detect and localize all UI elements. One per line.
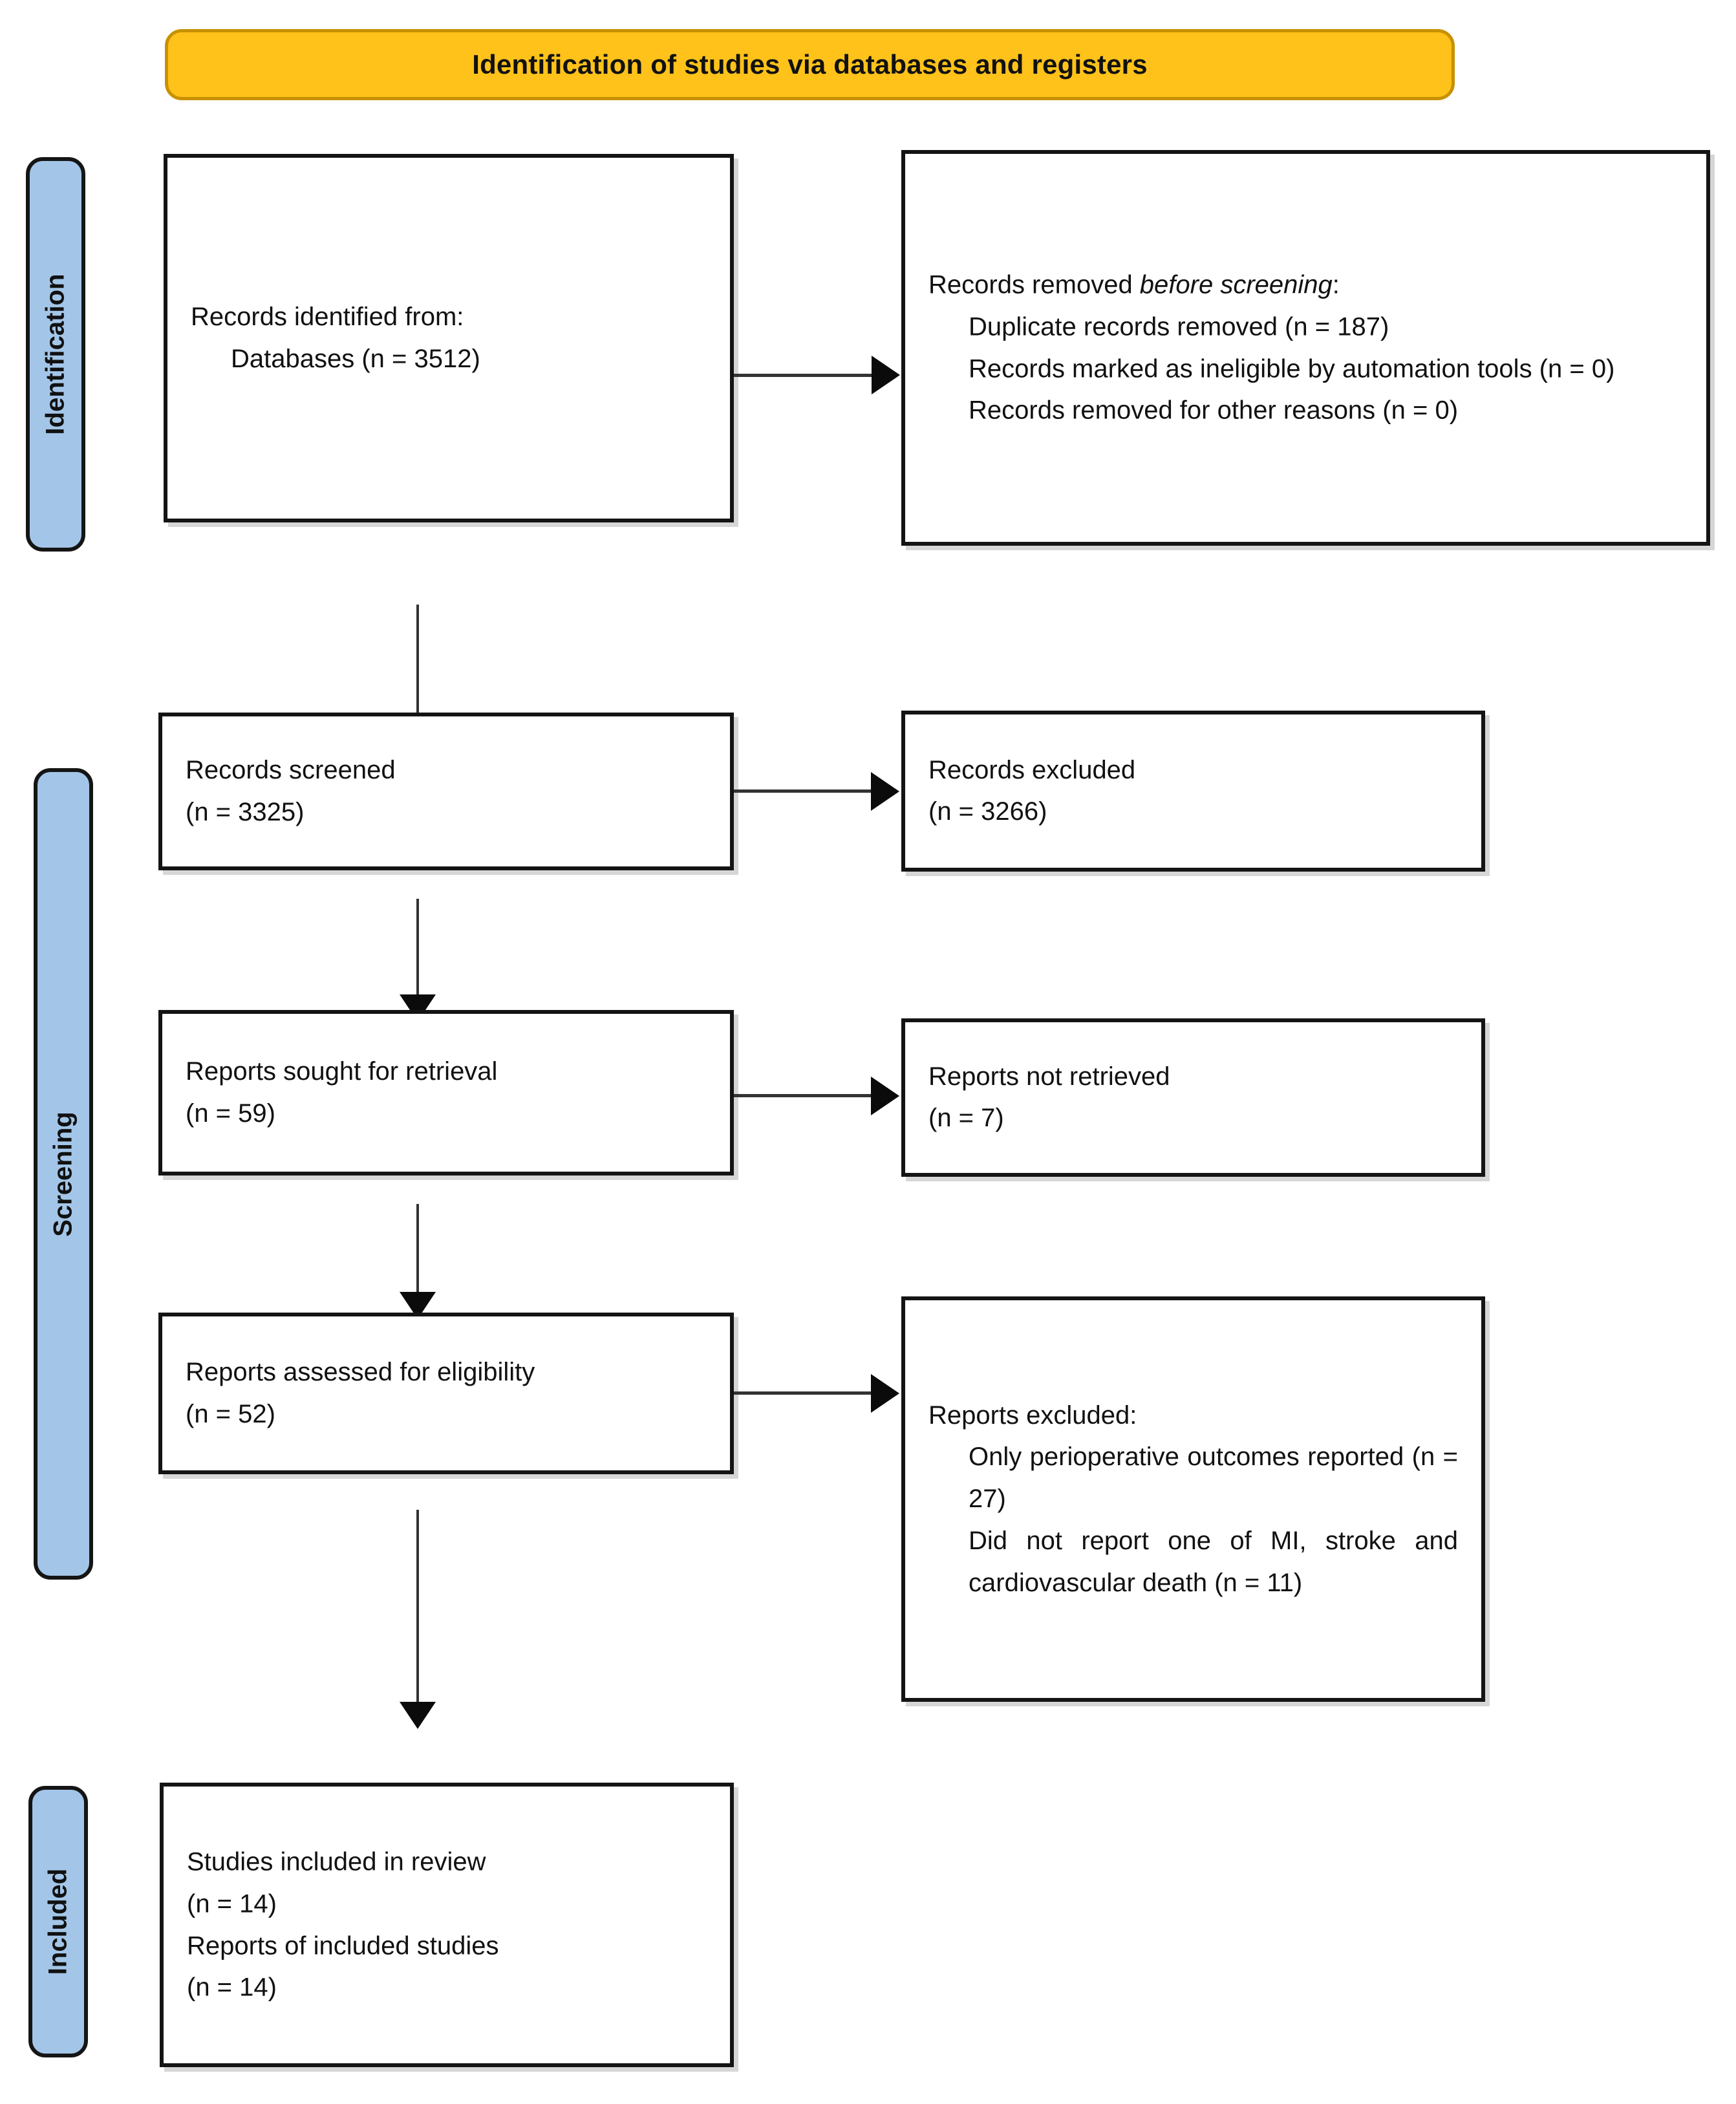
records-excluded-count: (n = 3266): [928, 797, 1047, 826]
reports-excluded-item-perioperative: Only perioperative outcomes reported (n …: [969, 1443, 1458, 1514]
reports-excluded-heading: Reports excluded:: [928, 1401, 1137, 1430]
arrow-screened-to-sought-stem: [416, 899, 419, 996]
stage-rail-identification: Identification: [26, 157, 85, 552]
stage-rail-screening: Screening: [34, 768, 93, 1580]
box-records-removed-before-screening: Records removed before screening: Duplic…: [901, 150, 1710, 546]
arrow-identified-to-removed-stem: [734, 374, 873, 377]
records-excluded-label: Records excluded: [928, 755, 1136, 784]
arrow-assessed-to-excluded-stem: [734, 1391, 873, 1395]
arrow-identified-to-removed-head: [872, 356, 900, 394]
studies-included-label: Studies included in review: [187, 1847, 486, 1876]
removed-before-screening-heading: Records removed before screening:: [928, 264, 1683, 306]
diagram-title: Identification of studies via databases …: [472, 49, 1148, 80]
arrow-sought-to-not-retrieved-head: [871, 1077, 899, 1115]
arrow-screened-to-excluded-stem: [734, 789, 873, 793]
box-records-screened: Records screened (n = 3325): [158, 713, 734, 870]
reports-not-retrieved-count: (n = 7): [928, 1104, 1004, 1133]
removed-heading-prefix: Records removed: [928, 270, 1140, 299]
reports-assessed-count: (n = 52): [186, 1400, 275, 1428]
stage-label-screening: Screening: [48, 1111, 78, 1237]
arrow-screened-to-excluded-head: [871, 772, 899, 811]
arrow-assessed-to-included-stem: [416, 1510, 419, 1704]
arrow-identified-to-screened-stem: [416, 605, 419, 724]
records-screened-label: Records screened: [186, 756, 396, 785]
diagram-header-banner: Identification of studies via databases …: [165, 29, 1455, 100]
removed-item-other-reasons: Records removed for other reasons (n = 0…: [969, 396, 1459, 425]
studies-included-count: (n = 14): [187, 1889, 277, 1918]
stage-label-included: Included: [43, 1868, 72, 1975]
box-records-excluded: Records excluded (n = 3266): [901, 711, 1485, 872]
removed-heading-suffix: :: [1332, 270, 1340, 299]
box-reports-assessed: Reports assessed for eligibility (n = 52…: [158, 1313, 734, 1474]
box-reports-excluded-detail: Reports excluded: Only perioperative out…: [901, 1296, 1485, 1702]
arrow-sought-to-assessed-stem: [416, 1204, 419, 1294]
arrow-sought-to-not-retrieved-stem: [734, 1094, 873, 1097]
reports-assessed-label: Reports assessed for eligibility: [186, 1358, 535, 1387]
reports-not-retrieved-label: Reports not retrieved: [928, 1062, 1170, 1091]
records-identified-line1: Records identified from:: [191, 303, 464, 332]
records-screened-count: (n = 3325): [186, 798, 305, 826]
reports-sought-label: Reports sought for retrieval: [186, 1057, 498, 1086]
removed-item-automation: Records marked as ineligible by automati…: [969, 354, 1615, 383]
reports-of-included-label: Reports of included studies: [187, 1931, 499, 1960]
box-reports-sought: Reports sought for retrieval (n = 59): [158, 1010, 734, 1175]
box-reports-not-retrieved: Reports not retrieved (n = 7): [901, 1018, 1485, 1177]
removed-heading-italic: before screening: [1139, 270, 1333, 299]
box-studies-included: Studies included in review (n = 14) Repo…: [160, 1783, 734, 2067]
removed-item-duplicates: Duplicate records removed (n = 187): [969, 312, 1389, 341]
arrow-assessed-to-excluded-head: [871, 1374, 899, 1413]
arrow-assessed-to-included-head: [400, 1702, 436, 1729]
reports-excluded-item-outcomes: Did not report one of MI, stroke and car…: [969, 1526, 1458, 1597]
stage-label-identification: Identification: [41, 274, 70, 435]
records-identified-databases: Databases (n = 3512): [231, 345, 480, 373]
box-records-identified: Records identified from: Databases (n = …: [164, 154, 734, 522]
stage-rail-included: Included: [28, 1786, 88, 2057]
reports-of-included-count: (n = 14): [187, 1973, 277, 2002]
reports-sought-count: (n = 59): [186, 1099, 275, 1128]
